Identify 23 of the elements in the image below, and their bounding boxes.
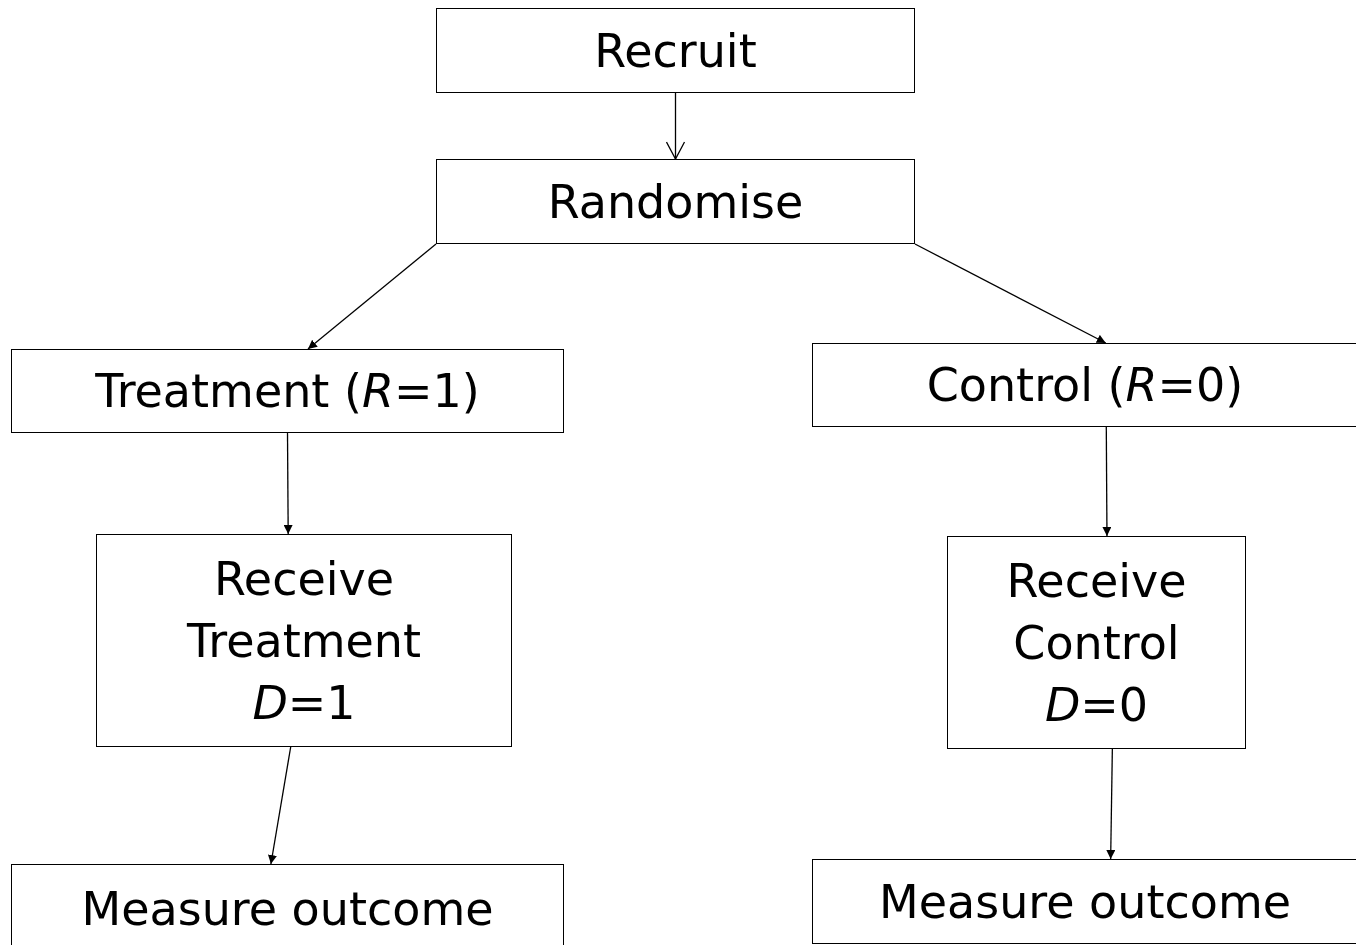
process-box [812, 859, 1356, 944]
box-label: Recruit [594, 22, 757, 80]
box-label: Control (R=0) [926, 357, 1244, 414]
box-label: Treatment (R=1) [95, 363, 480, 420]
arrow [1106, 748, 1116, 860]
box-label: Receive Treatment D=1 [185, 550, 423, 732]
box-label: Measure outcome [879, 873, 1291, 931]
arrow [307, 243, 437, 350]
arrow [914, 243, 1107, 344]
process-box [96, 534, 512, 747]
process-box [436, 8, 915, 93]
box-label: Receive Control D=0 [1005, 552, 1188, 734]
arrow [267, 746, 292, 865]
arrow [665, 92, 686, 160]
box-label: Measure outcome [81, 881, 494, 938]
process-box [11, 349, 564, 433]
arrow [283, 432, 293, 535]
process-box [812, 343, 1356, 427]
process-box [11, 864, 564, 945]
arrow [1102, 426, 1112, 537]
process-box [436, 159, 915, 244]
box-label: Randomise [547, 173, 804, 231]
process-box [947, 536, 1246, 749]
